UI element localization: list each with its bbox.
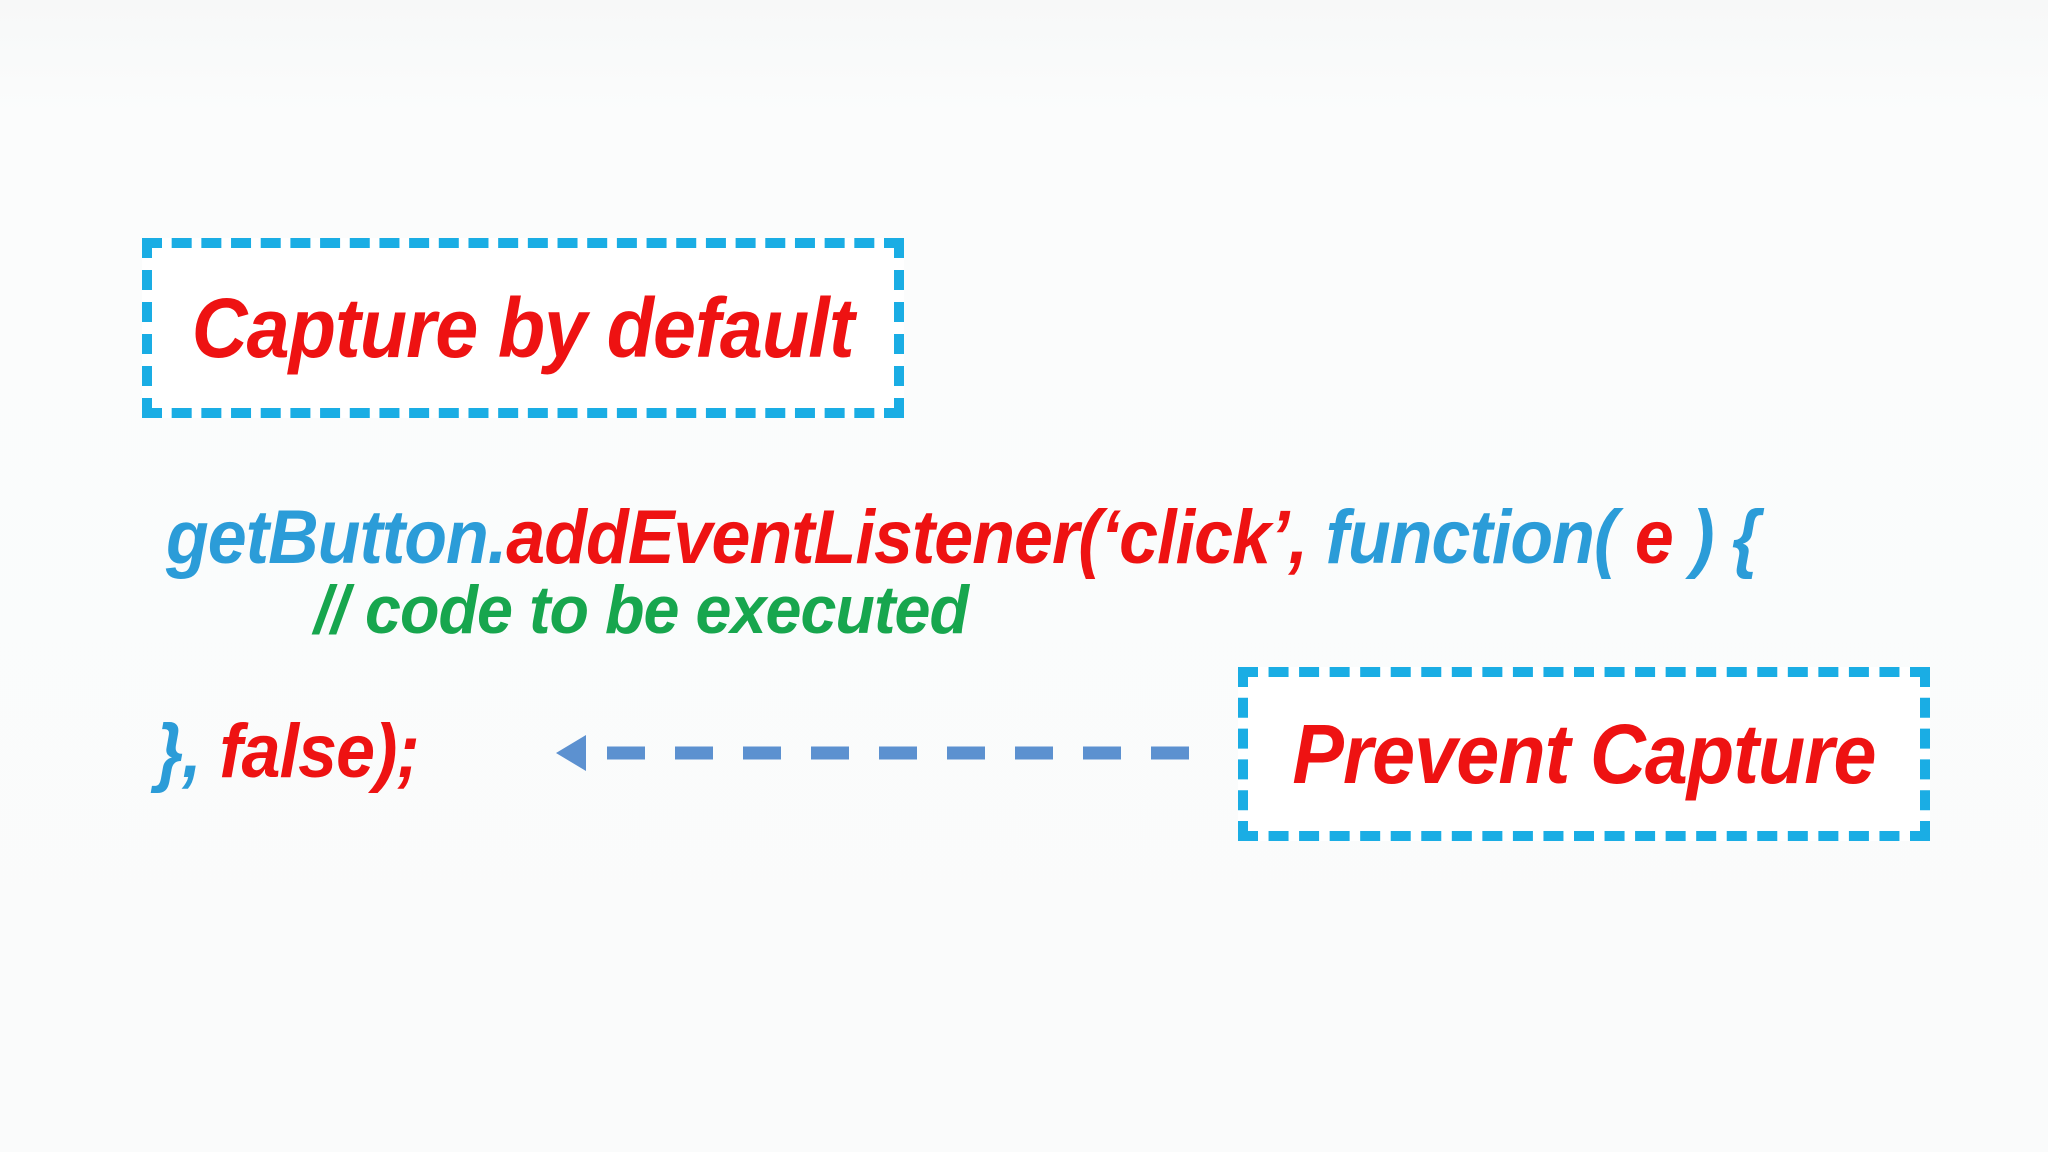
code-method-token: addEventListener(‘click’,	[506, 495, 1308, 580]
code-object-token: getButton.	[166, 495, 507, 580]
code-comment-token: // code to be executed	[314, 572, 969, 648]
dashed-left-arrow-icon	[556, 735, 1192, 771]
code-line-addeventlistener: getButton.addEventListener(‘click’, func…	[166, 500, 1759, 576]
arrowhead-left	[556, 735, 586, 771]
code-event-param-token: e	[1634, 495, 1674, 580]
code-open-brace-token: ) {	[1672, 495, 1759, 580]
capture-box-label: Capture by default	[192, 280, 855, 375]
code-false-argument-token: false);	[200, 709, 419, 794]
prevent-box-label: Prevent Capture	[1292, 706, 1876, 801]
code-line-closing: }, false);	[156, 714, 420, 790]
capture-by-default-box: Capture by default	[142, 238, 904, 418]
code-line-comment: // code to be executed	[314, 576, 969, 644]
code-closing-brace-token: },	[156, 709, 202, 794]
prevent-capture-box: Prevent Capture	[1238, 667, 1930, 841]
code-function-keyword-token: function(	[1307, 495, 1635, 580]
